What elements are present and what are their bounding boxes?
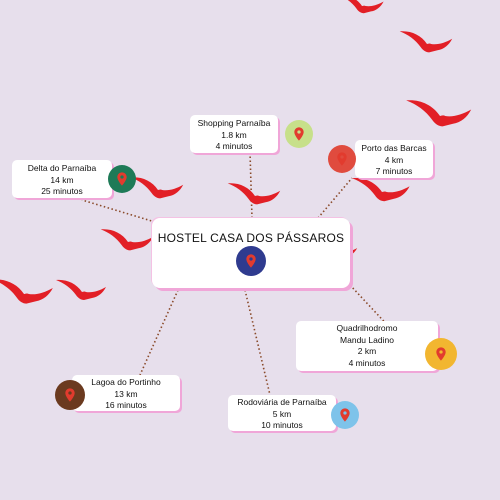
destination-name: Rodoviária de Parnaíba [237,397,327,407]
pin-badge-lagoa [55,380,85,410]
location-pin-icon [294,127,304,141]
destination-name: Delta do Parnaíba [27,163,97,173]
destination-distance: 2 km [357,346,377,356]
location-pin-icon [340,408,350,422]
destination-card-rodoviaria[interactable]: Rodoviária de Parnaíba 5 km 10 minutos [228,395,336,431]
destination-time: 7 minutos [375,166,413,176]
destination-time: 4 minutos [215,141,253,151]
bird-silhouette-icon [399,31,453,53]
destination-card-delta[interactable]: Delta do Parnaíba 14 km 25 minutos [12,160,112,198]
location-pin-icon [117,172,127,186]
destination-card-lagoa[interactable]: Lagoa do Portinho 13 km 16 minutos [72,375,180,411]
destination-distance: 5 km [272,408,292,419]
pin-badge-rodoviaria [331,401,359,429]
connector-rodoviaria [244,289,271,396]
pin-badge-quadri [425,338,457,370]
location-pin-icon [337,152,347,166]
destination-time: 4 minutos [348,357,386,368]
bird-silhouette-icon [0,279,53,304]
connector-delta [81,199,156,223]
connector-shopping [249,151,253,219]
destination-card-shopping[interactable]: Shopping Parnaíba 1.8 km 4 minutos [190,115,278,153]
destination-time: 16 minutos [105,400,147,410]
pin-badge-shopping [285,120,313,148]
destination-time: 10 minutos [261,420,303,430]
connector-lagoa [139,289,179,376]
destination-name-line2: Mandu Ladino [340,334,394,345]
bird-silhouette-icon [227,183,281,205]
destination-name: Porto das Barcas [361,143,427,153]
bird-silhouette-icon [352,178,410,202]
destination-distance: 4 km [384,154,404,165]
hostel-hub: HOSTEL CASA DOS PÁSSAROS [152,218,350,288]
destination-card-quadri[interactable]: Quadrilhodromo Mandu Ladino 2 km 4 minut… [296,321,438,371]
destination-time: 25 minutos [41,186,83,196]
location-pin-icon [65,388,75,402]
destination-distance: 1.8 km [221,129,247,140]
location-pin-icon [246,254,256,268]
destination-name-line1: Quadrilhodromo [336,323,398,333]
connector-porto [317,177,353,219]
hostel-title: HOSTEL CASA DOS PÁSSAROS [157,231,345,245]
hostel-pin-badge [236,246,266,276]
destination-name: Shopping Parnaíba [197,118,271,128]
pin-badge-porto [328,145,356,173]
connector-lines [81,151,393,396]
location-pin-icon [436,347,446,361]
bird-silhouette-icon [406,100,472,127]
destination-distance: 14 km [50,174,74,185]
destination-name: Lagoa do Portinho [91,377,161,387]
bird-silhouette-icon [56,279,106,300]
pin-badge-delta [108,165,136,193]
destination-distance: 13 km [114,388,138,399]
destination-card-porto[interactable]: Porto das Barcas 4 km 7 minutos [355,140,433,178]
bird-silhouette-icon [130,177,184,199]
bird-silhouette-icon [338,0,384,14]
bird-silhouette-icon [100,229,154,251]
